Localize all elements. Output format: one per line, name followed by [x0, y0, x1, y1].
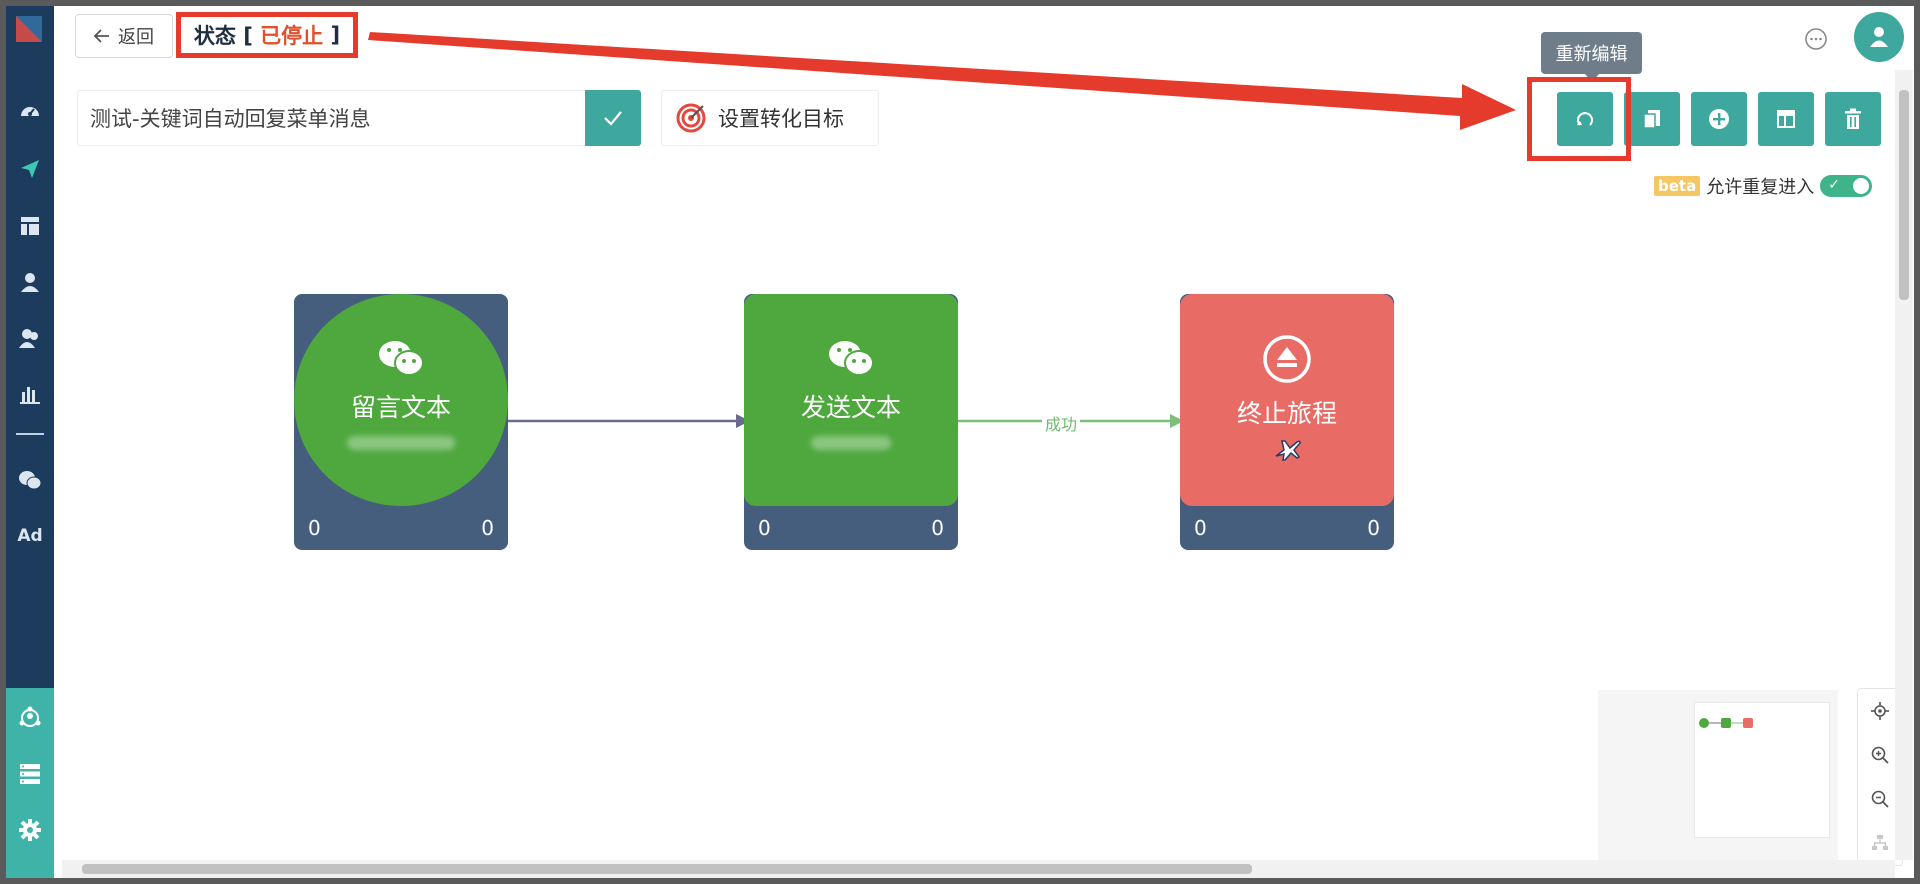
user-icon	[21, 273, 39, 292]
node-count-left: 0	[1194, 516, 1207, 540]
flow-node-end-journey[interactable]: 终止旅程 0 0	[1180, 294, 1394, 550]
settings-icon	[19, 819, 41, 841]
sidebar-item-analytics[interactable]	[6, 372, 54, 416]
vertical-scrollbar[interactable]	[1895, 70, 1913, 860]
node-title: 发送文本	[800, 393, 901, 422]
allow-reentry-label: 允许重复进入	[1706, 177, 1815, 198]
locate-button[interactable]	[1858, 689, 1902, 733]
wechat-icon	[829, 341, 874, 376]
scrollbar-thumb[interactable]	[82, 864, 1252, 874]
goal-label: 设置转化目标	[718, 107, 844, 131]
status-prefix: 状态 [	[193, 24, 261, 48]
add-button[interactable]	[1691, 92, 1747, 146]
status-value: 已停止	[260, 24, 324, 48]
sidebar-item-users[interactable]	[6, 316, 54, 360]
zoom-out-button[interactable]	[1858, 777, 1902, 821]
journey-icon	[19, 706, 41, 727]
node-title: 留言文本	[350, 393, 451, 422]
re-edit-tooltip: 重新编辑	[1541, 32, 1642, 82]
zoom-in-button[interactable]	[1858, 733, 1902, 777]
sidebar-item-user[interactable]	[6, 260, 54, 304]
fit-view-button[interactable]	[1858, 821, 1902, 865]
node-card: 留言文本	[294, 294, 508, 506]
horizontal-scrollbar[interactable]	[62, 860, 1895, 878]
airplane-icon	[1275, 440, 1301, 461]
copy-button[interactable]	[1624, 92, 1680, 146]
sidebar-item-ad[interactable]: Ad	[6, 514, 54, 558]
minimap-canvas	[1694, 702, 1830, 838]
sidebar-bottom-section	[6, 688, 54, 878]
sidebar-divider	[16, 433, 44, 435]
copy-icon	[1643, 110, 1660, 129]
zoom-out-icon	[1871, 790, 1889, 808]
allow-reentry-toggle[interactable]: ✓	[1820, 175, 1873, 197]
layout-button[interactable]	[1758, 92, 1814, 146]
logo	[16, 16, 42, 42]
beta-badge: beta	[1654, 176, 1701, 196]
back-label: 返回	[118, 27, 154, 48]
check-icon	[604, 111, 622, 126]
re-edit-button[interactable]	[1557, 92, 1613, 146]
status-suffix: ]	[323, 23, 341, 47]
sidebar-item-wechat[interactable]	[6, 458, 54, 502]
confirm-name-button[interactable]	[585, 90, 641, 146]
scrollbar-thumb[interactable]	[1899, 90, 1909, 300]
annotation-arrow	[368, 32, 1516, 130]
layout-icon	[1777, 110, 1795, 128]
users-icon	[19, 329, 38, 348]
layout-icon	[21, 217, 39, 235]
set-conversion-goal-button[interactable]: 设置转化目标	[661, 90, 879, 146]
status-indicator: 状态 [ 已停止 ]	[176, 12, 358, 58]
sidebar-item-dashboard[interactable]	[6, 90, 54, 134]
node-count-left: 0	[308, 516, 321, 540]
arrow-left-icon	[94, 29, 109, 43]
node-count-left: 0	[758, 516, 771, 540]
back-button[interactable]: 返回	[75, 14, 173, 58]
flow-node-message-text[interactable]: 留言文本 0 0	[294, 294, 508, 550]
node-title: 终止旅程	[1236, 399, 1337, 428]
chat-icon[interactable]	[1804, 27, 1828, 51]
node-card: 发送文本	[744, 294, 958, 506]
ad-label: Ad	[17, 526, 43, 546]
wechat-icon	[19, 471, 42, 490]
plus-circle-icon	[1709, 109, 1729, 129]
check-icon: ✓	[1828, 177, 1840, 193]
app-window: Ad 返回 状态 [ 已停止 ] 重新编辑	[6, 6, 1914, 878]
delete-button[interactable]	[1825, 92, 1881, 146]
send-icon	[21, 160, 39, 178]
user-icon	[1870, 27, 1888, 47]
toggle-knob	[1853, 178, 1870, 194]
bar-chart-icon	[20, 387, 40, 404]
sidebar-item-server[interactable]	[6, 752, 54, 796]
user-avatar[interactable]	[1854, 12, 1904, 62]
node-count-right: 0	[931, 516, 944, 540]
dashboard-icon	[21, 107, 39, 116]
sitemap-icon	[1872, 835, 1888, 850]
edge-label-success: 成功	[1042, 411, 1081, 435]
locate-icon	[1871, 702, 1889, 720]
server-icon	[20, 764, 40, 784]
minimap-nodes	[1699, 718, 1753, 728]
target-icon	[676, 103, 706, 133]
eject-icon	[1263, 335, 1311, 383]
allow-reentry-row: beta 允许重复进入 ✓	[1654, 174, 1873, 198]
node-subtitle-redacted	[347, 436, 455, 450]
trash-icon	[1845, 108, 1861, 129]
journey-name-input[interactable]	[77, 90, 585, 146]
refresh-icon	[1577, 112, 1593, 126]
sidebar-item-send[interactable]	[6, 147, 54, 191]
flow-node-send-text[interactable]: 发送文本 0 0	[744, 294, 958, 550]
node-count-right: 0	[481, 516, 494, 540]
zoom-in-icon	[1871, 746, 1889, 764]
sidebar-item-layout[interactable]	[6, 204, 54, 248]
re-edit-highlight	[1527, 77, 1631, 161]
node-subtitle-redacted	[811, 436, 891, 450]
node-count-right: 0	[1367, 516, 1380, 540]
minimap[interactable]	[1598, 690, 1838, 864]
wechat-icon	[379, 341, 424, 376]
sidebar-item-settings[interactable]	[6, 808, 54, 852]
sidebar: Ad	[6, 6, 54, 878]
node-card: 终止旅程	[1180, 294, 1394, 506]
sidebar-item-journey[interactable]	[6, 696, 54, 740]
